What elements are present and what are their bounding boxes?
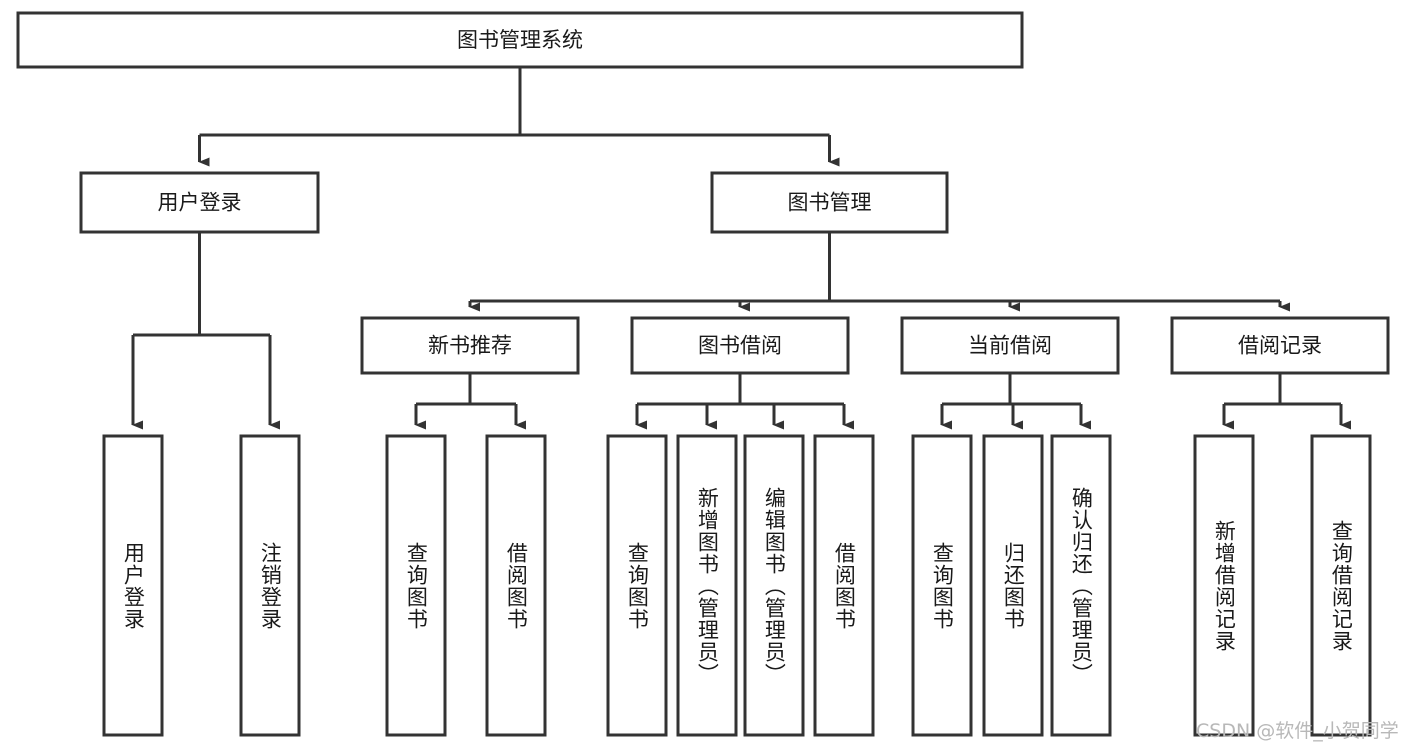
node-box-归还图书[interactable] xyxy=(982,434,1044,737)
node-box-借阅图书[interactable] xyxy=(485,434,547,737)
node-label-借阅图书: 借阅图书 xyxy=(832,541,857,630)
node-box-图书管理系统[interactable] xyxy=(16,11,1024,69)
node-label-编辑图书管理员: 编辑图书（管理员） xyxy=(762,486,787,685)
node-label-归还图书: 归还图书 xyxy=(1001,541,1026,630)
csdn-watermark: CSDN @软件_小贺同学 xyxy=(1196,720,1399,742)
node-label-当前借阅: 当前借阅 xyxy=(968,334,1052,358)
node-box-当前借阅[interactable] xyxy=(900,316,1120,375)
node-box-新增图书管理员[interactable] xyxy=(676,434,738,737)
node-box-查询图书[interactable] xyxy=(911,434,973,737)
node-box-编辑图书管理员[interactable] xyxy=(743,434,805,737)
node-box-图书借阅[interactable] xyxy=(630,316,850,375)
node-boxes xyxy=(16,11,1390,737)
node-box-查询借阅记录[interactable] xyxy=(1310,434,1372,737)
node-label-图书借阅: 图书借阅 xyxy=(698,334,782,358)
connector-lines xyxy=(131,67,1351,430)
node-box-新增借阅记录[interactable] xyxy=(1193,434,1255,737)
node-label-图书管理: 图书管理 xyxy=(788,191,872,215)
node-label-用户登录: 用户登录 xyxy=(158,191,242,215)
node-box-借阅图书[interactable] xyxy=(813,434,875,737)
node-label-新增借阅记录: 新增借阅记录 xyxy=(1212,519,1237,652)
node-label-查询图书: 查询图书 xyxy=(625,541,650,630)
node-box-用户登录[interactable] xyxy=(79,171,320,234)
node-box-查询图书[interactable] xyxy=(606,434,668,737)
node-label-注销登录: 注销登录 xyxy=(258,541,283,630)
node-label-查询借阅记录: 查询借阅记录 xyxy=(1329,519,1354,652)
node-label-查询图书: 查询图书 xyxy=(404,541,429,630)
node-box-确认归还管理员[interactable] xyxy=(1050,434,1112,737)
node-box-借阅记录[interactable] xyxy=(1170,316,1390,375)
node-label-查询图书: 查询图书 xyxy=(930,541,955,630)
node-box-查询图书[interactable] xyxy=(385,434,447,737)
node-box-用户登录[interactable] xyxy=(102,434,164,737)
node-box-注销登录[interactable] xyxy=(239,434,301,737)
node-box-新书推荐[interactable] xyxy=(360,316,580,375)
node-box-图书管理[interactable] xyxy=(710,171,949,234)
node-label-新增图书管理员: 新增图书（管理员） xyxy=(695,486,720,685)
node-label-图书管理系统: 图书管理系统 xyxy=(457,28,583,52)
node-label-确认归还管理员: 确认归还（管理员） xyxy=(1069,486,1094,685)
node-label-借阅记录: 借阅记录 xyxy=(1238,334,1322,358)
node-label-用户登录: 用户登录 xyxy=(121,541,146,630)
node-label-借阅图书: 借阅图书 xyxy=(504,541,529,630)
node-label-新书推荐: 新书推荐 xyxy=(428,334,512,358)
